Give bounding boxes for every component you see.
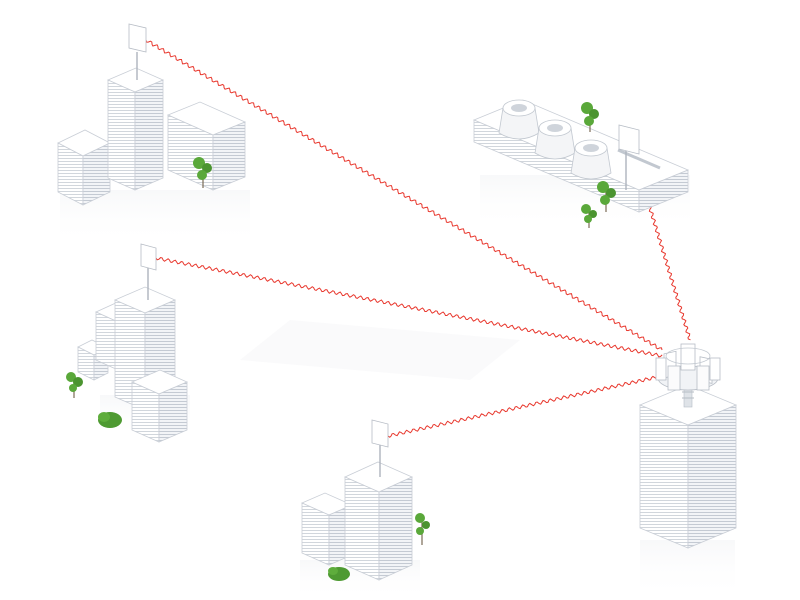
cooling-tower-icon <box>570 139 612 180</box>
central-tower <box>638 343 738 549</box>
cooling-tower-icon <box>534 119 576 160</box>
tree-icon <box>581 204 597 228</box>
bush-icon <box>328 567 350 581</box>
tree-icon <box>597 181 616 212</box>
antenna-icon <box>128 23 147 80</box>
radio-link-site-bottom-center-city <box>387 374 663 438</box>
radio-link-site-top-left-city <box>145 39 663 351</box>
tree-icon <box>193 157 212 188</box>
ground-shadows <box>60 175 735 600</box>
antenna-icon <box>140 243 157 300</box>
antenna-icon <box>618 124 640 190</box>
radio-link-site-mid-left-city <box>155 257 663 358</box>
site-mid-left-city <box>66 243 188 443</box>
site-top-left-city <box>57 23 247 206</box>
bush-icon <box>98 412 122 428</box>
cooling-tower-icon <box>498 99 540 140</box>
sector-antenna-array-icon <box>655 343 721 391</box>
tree-icon <box>66 372 83 398</box>
tree-icon <box>415 513 430 545</box>
site-bottom-center-city <box>301 419 430 581</box>
antenna-icon <box>371 419 389 477</box>
tree-icon <box>581 102 599 132</box>
site-industrial-plant <box>472 99 690 228</box>
